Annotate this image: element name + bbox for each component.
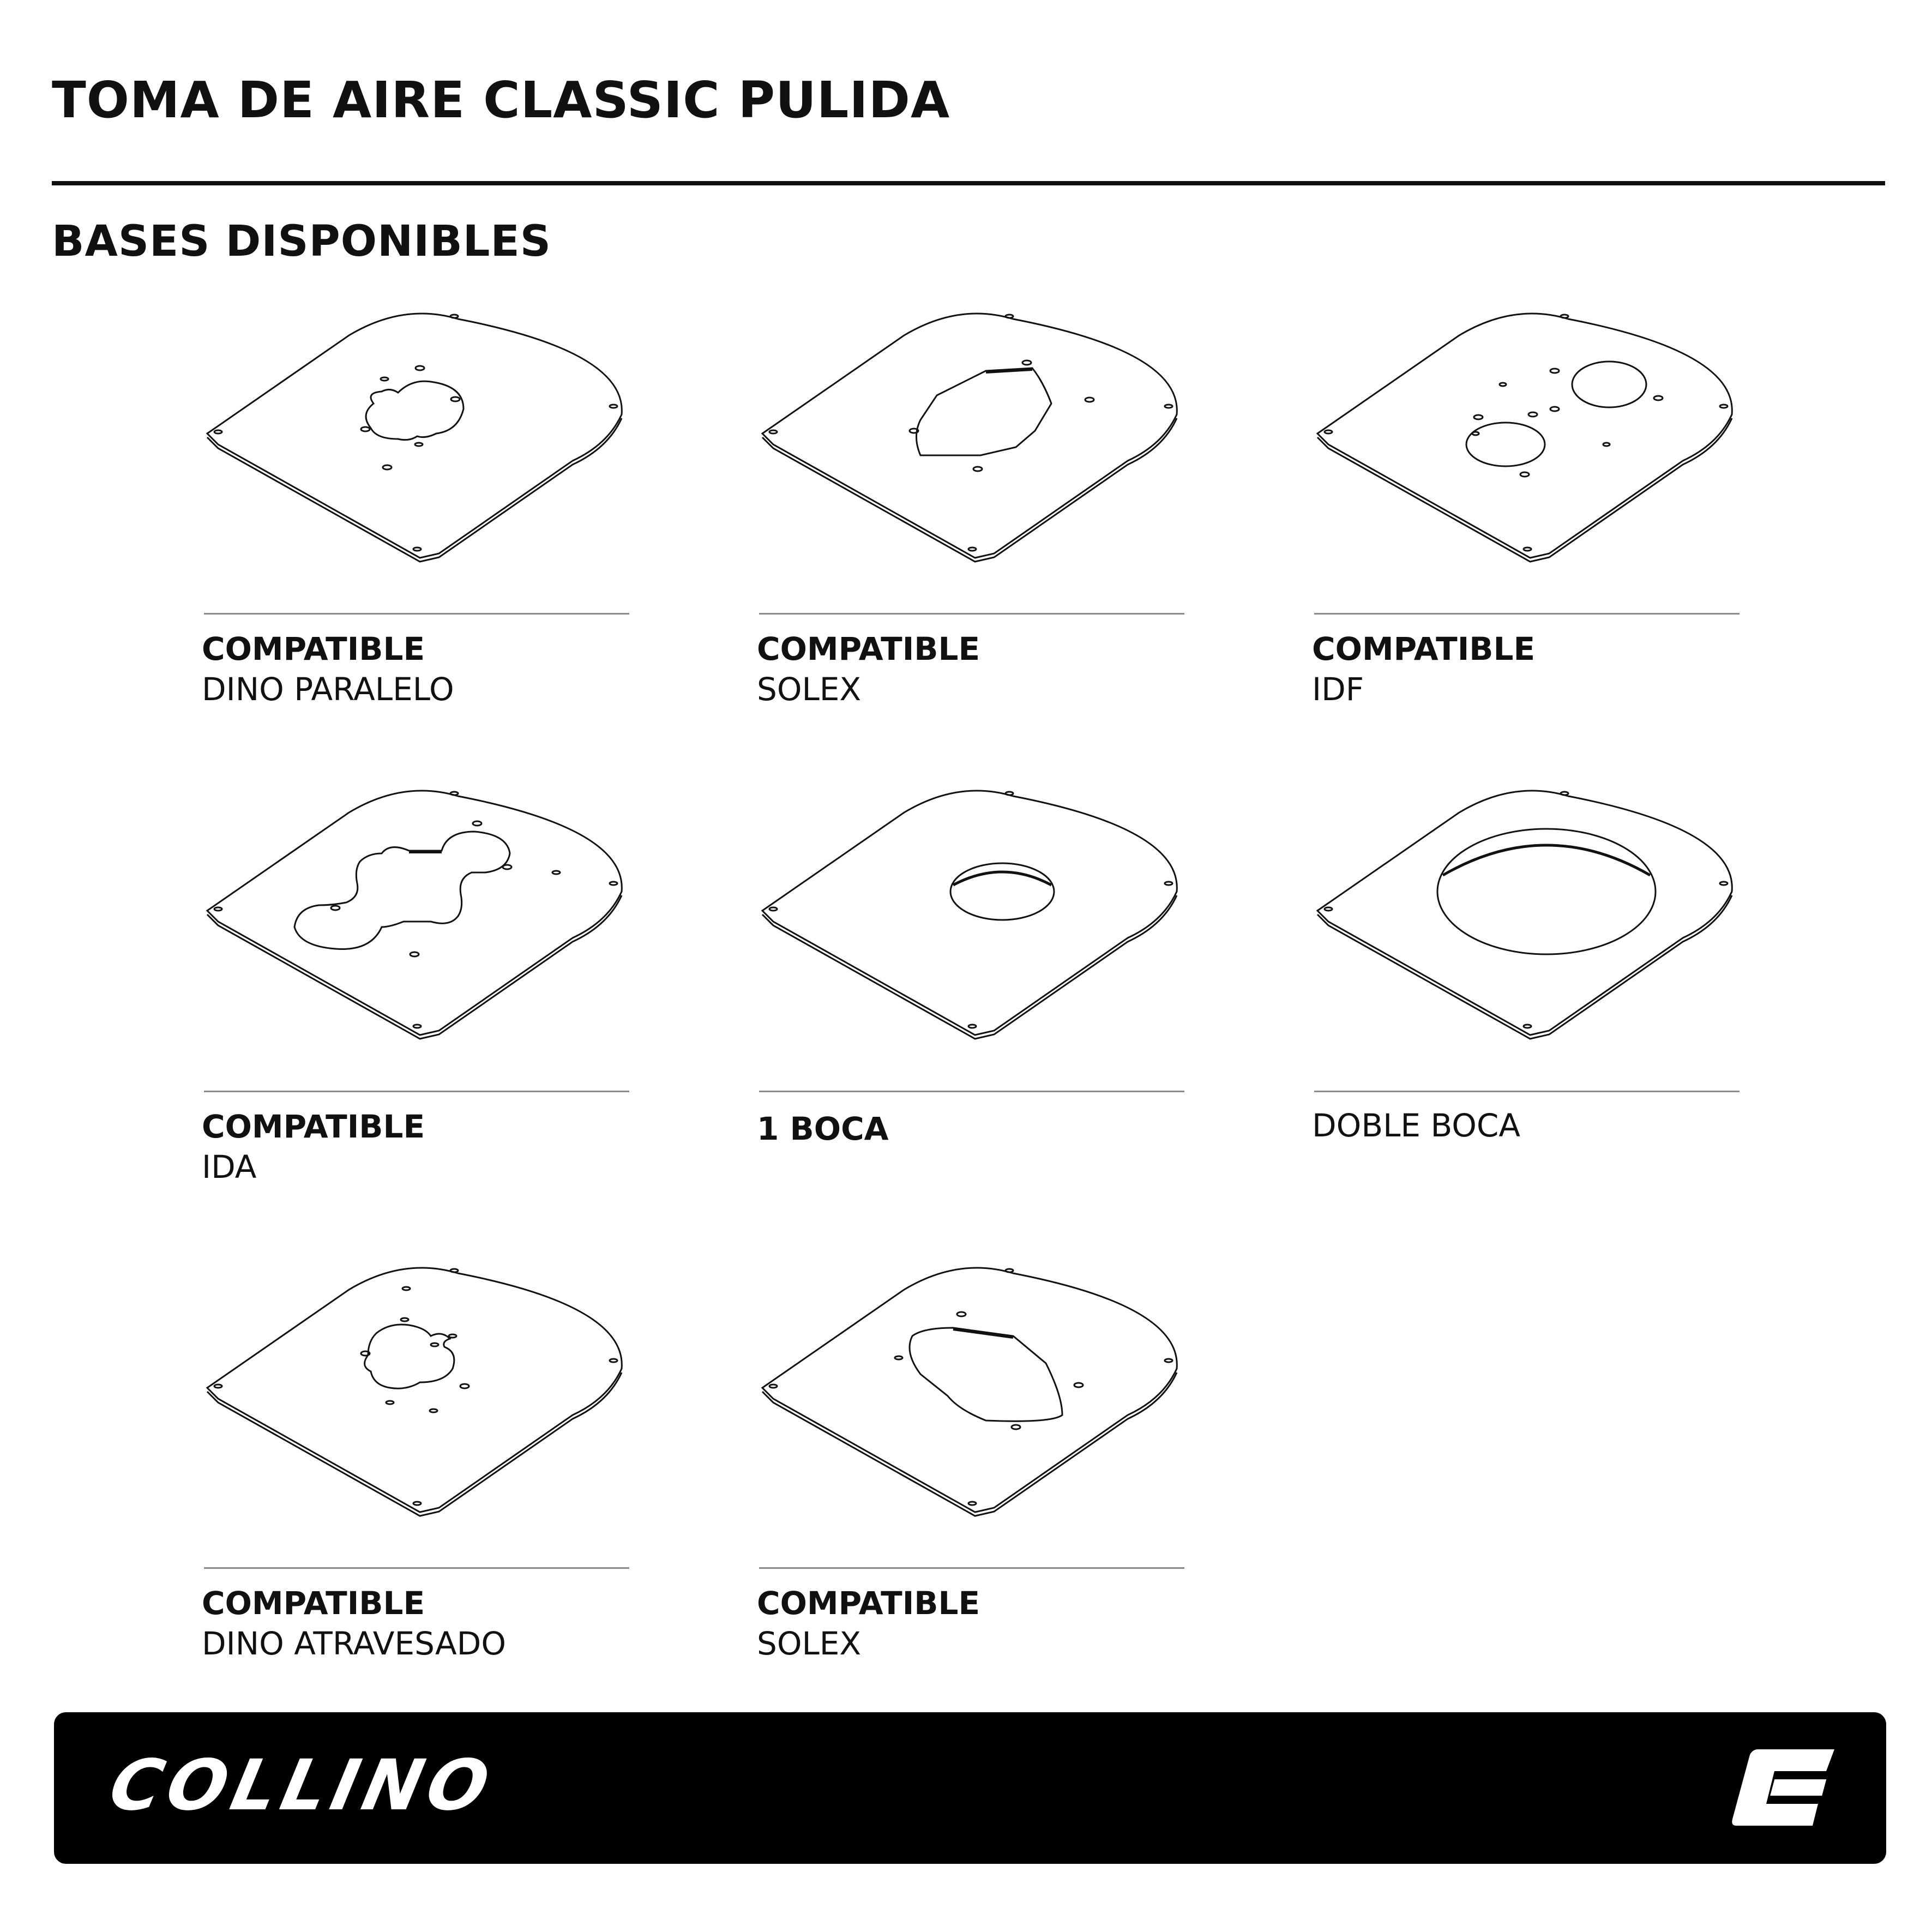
base-plate-ida-icon: [202, 783, 627, 1044]
header-divider: [52, 181, 1885, 185]
base-plate-dino-atravesado-icon: [202, 1260, 627, 1521]
caption-model: SOLEX: [757, 671, 862, 708]
caption-compatible: COMPATIBLE: [202, 1108, 425, 1145]
base-plate-solex-icon: [757, 305, 1182, 567]
brand-logo: COLLINO: [103, 1745, 502, 1826]
caption-compatible: COMPATIBLE: [757, 630, 980, 667]
caption-divider: [204, 1091, 629, 1092]
caption-compatible: COMPATIBLE: [757, 1585, 980, 1622]
caption-model: IDA: [202, 1148, 257, 1185]
base-plate-1-boca-icon: [757, 783, 1182, 1044]
base-plate-dino-paralelo-icon: [202, 305, 627, 567]
caption-model: 1 BOCA: [757, 1110, 889, 1147]
caption-model: DOBLE BOCA: [1312, 1107, 1521, 1144]
caption-divider: [759, 1567, 1184, 1569]
caption-model: DINO ATRAVESADO: [202, 1625, 506, 1662]
footer-bar: COLLINO: [54, 1712, 1886, 1864]
caption-divider: [204, 613, 629, 615]
caption-divider: [1314, 1091, 1740, 1092]
base-plate-solex-alt-icon: [757, 1260, 1182, 1521]
caption-model: DINO PARALELO: [202, 671, 454, 708]
section-title: BASES DISPONIBLES: [52, 217, 551, 266]
caption-divider: [759, 613, 1184, 615]
caption-divider: [1314, 613, 1740, 615]
page-title: TOMA DE AIRE CLASSIC PULIDA: [52, 71, 950, 129]
base-plate-idf-icon: [1312, 305, 1737, 567]
caption-compatible: COMPATIBLE: [202, 1585, 425, 1622]
caption-compatible: COMPATIBLE: [1312, 630, 1536, 667]
caption-model: SOLEX: [757, 1625, 862, 1662]
collino-c-logo-icon: [1731, 1749, 1834, 1826]
caption-divider: [759, 1091, 1184, 1092]
base-plate-doble-boca-icon: [1312, 783, 1737, 1044]
caption-divider: [204, 1567, 629, 1569]
caption-compatible: COMPATIBLE: [202, 630, 425, 667]
caption-model: IDF: [1312, 671, 1364, 708]
